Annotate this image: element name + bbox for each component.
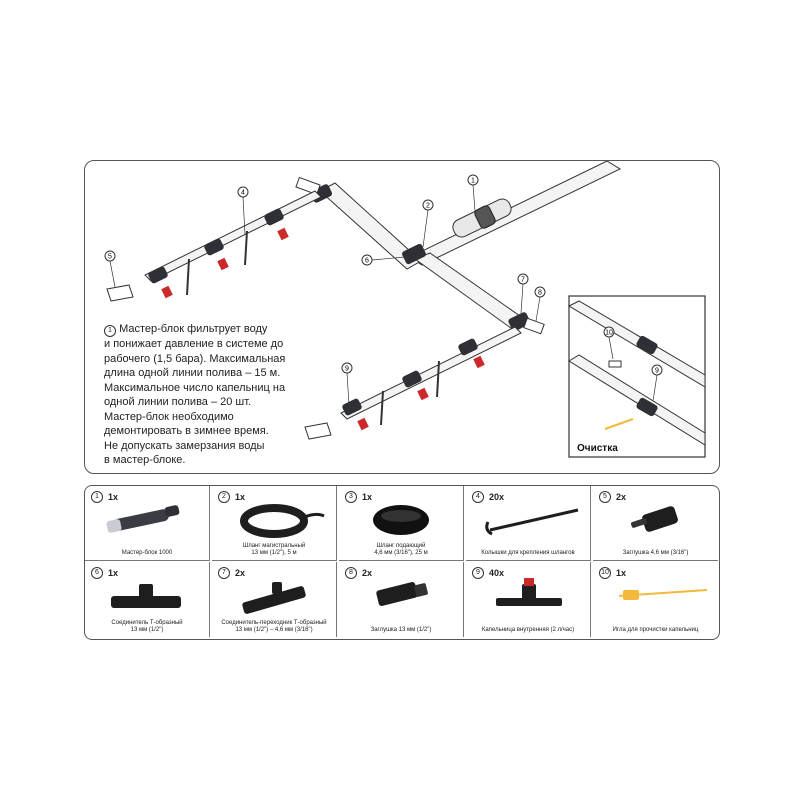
part-number: 1 [91, 491, 103, 503]
callout-4: 4 [237, 186, 249, 236]
dripper-icon [496, 578, 562, 606]
callout-1: 1 [467, 174, 479, 212]
drip-line-lower [304, 326, 522, 440]
part-qty: 1x [235, 492, 246, 502]
svg-text:8: 8 [538, 290, 542, 297]
part-qty: 1x [108, 568, 119, 578]
part-qty: 2x [616, 492, 627, 502]
part-qty: 2x [362, 568, 373, 578]
part-cell-4: 4 20x Колышки для крепления шлангов [466, 486, 591, 561]
part-qty: 1x [616, 568, 627, 578]
diagram-panel: 1 2 4 5 6 7 8 9 10 9 Очистка 1 [84, 160, 720, 474]
part-cell-3: 3 1x Шланг подающий 4,6 мм (3/16"), 25 м [339, 486, 464, 561]
part-number: 6 [91, 567, 103, 579]
part-caption: Заглушка 4,6 мм (3/16") [622, 550, 689, 556]
part-number: 9 [472, 567, 484, 579]
description-line-8: Не допускать замерзания воды [104, 439, 265, 452]
part-cell-5: 5 2x Заглушка 4,6 мм (3/16") [593, 486, 718, 561]
part-caption: Соединитель-переходник Т-образный 13 мм … [221, 620, 327, 633]
part-caption: Игла для прочистки капельниц [612, 627, 699, 633]
part-caption: Мастер-блок 1000 [121, 550, 173, 556]
part-number: 10 [599, 567, 611, 579]
svg-text:1: 1 [471, 178, 475, 185]
part-qty: 20x [489, 492, 505, 502]
part-cell-9: 9 40x Капельница внутренняя (2 л/час) [466, 562, 591, 637]
part-cell-10: 10 1x Игла для прочистки капельниц [593, 562, 718, 637]
svg-text:6: 6 [365, 258, 369, 265]
description-line-3: длина одной линии полива – 15 м. [104, 367, 281, 379]
end-cap-13mm-icon [376, 582, 428, 606]
description-line-2: рабочего (1,5 бара). Максимальная [104, 352, 286, 365]
part-number: 7 [218, 567, 230, 579]
description-line-0: 1 Мастер-блок фильтрует воду [104, 322, 324, 337]
svg-text:9: 9 [345, 366, 349, 373]
svg-text:10: 10 [605, 330, 613, 337]
callout-7: 7 [517, 273, 529, 314]
stake-icon [485, 508, 579, 536]
part-caption: Шланг подающий 4,6 мм (3/16"), 25 м [374, 543, 428, 556]
callout-2: 2 [422, 199, 434, 248]
callout-5: 5 [104, 250, 116, 288]
part-cell-2: 2 1x Шланг магистральный 13 мм (1/2"), 5 … [212, 486, 337, 561]
part-cell-8: 8 2x Заглушка 13 мм (1/2") [339, 562, 464, 637]
description-line-9: в мастер-блоке. [104, 454, 186, 466]
cleaning-inset: 10 9 Очистка [567, 295, 706, 458]
parts-grid: 1 1x Мастер-блок 1000 2 1x Шланг магистрал… [84, 485, 720, 640]
callout-10: 10 [603, 326, 615, 360]
hose-coil-icon [240, 504, 325, 538]
part-caption: Соединитель Т-образный 13 мм (1/2") [111, 620, 183, 633]
description-line-6: Мастер-блок необходимо [104, 410, 234, 423]
part-cell-1: 1 1x Мастер-блок 1000 [85, 486, 210, 561]
part-number: 3 [345, 491, 357, 503]
callout-8: 8 [534, 286, 546, 322]
reducer-t-connector-icon [242, 582, 306, 614]
description-line-7: демонтировать в зимнее время. [104, 425, 269, 437]
part-qty: 40x [489, 568, 505, 578]
part-qty: 1x [362, 492, 373, 502]
part-caption: Капельница внутренняя (2 л/час) [481, 627, 575, 633]
svg-text:7: 7 [521, 277, 525, 284]
description-line-1: и понижает давление в системе до [104, 338, 284, 350]
part-caption: Колышки для крепления шлангов [481, 550, 575, 556]
svg-text:2: 2 [426, 203, 430, 210]
part-cell-7: 7 2x Соединитель-переходник Т-образный 13… [212, 562, 337, 637]
drip-line-upper [106, 190, 322, 302]
description-ref: 1 [104, 325, 116, 337]
part-number: 8 [345, 567, 357, 579]
callouts: 1 2 4 5 6 7 8 9 [104, 174, 546, 406]
irrigation-diagram: 1 2 4 5 6 7 8 9 10 9 Очистка [104, 161, 706, 458]
t-connector-icon [111, 584, 181, 608]
callout-9: 9 [341, 362, 353, 406]
callout-6: 6 [361, 254, 406, 266]
part-number: 2 [218, 491, 230, 503]
part-caption: Заглушка 13 мм (1/2") [370, 627, 432, 633]
svg-text:9: 9 [655, 368, 659, 375]
callout-9-inset: 9 [651, 364, 663, 402]
part-number: 5 [599, 491, 611, 503]
svg-text:5: 5 [108, 254, 112, 261]
part-qty: 1x [108, 492, 119, 502]
description-line-4: Максимальное число капельниц на [104, 381, 286, 394]
description-text: 1 Мастер-блок фильтрует воду и понижает … [104, 322, 324, 468]
inset-label: Очистка [577, 443, 618, 454]
supply-hose-coil-icon [373, 505, 429, 535]
master-block-icon [106, 505, 180, 533]
part-number: 4 [472, 491, 484, 503]
part-qty: 2x [235, 568, 246, 578]
end-plug-icon [630, 506, 678, 532]
part-caption: Шланг магистральный 13 мм (1/2"), 5 м [242, 543, 306, 556]
master-block [452, 198, 512, 238]
part-cell-6: 6 1x Соединитель Т-образный 13 мм (1/2") [85, 562, 210, 637]
cleaning-needle-icon [618, 589, 708, 600]
svg-text:4: 4 [241, 190, 245, 197]
description-line-5: одной линии полива – 20 шт. [104, 396, 252, 408]
